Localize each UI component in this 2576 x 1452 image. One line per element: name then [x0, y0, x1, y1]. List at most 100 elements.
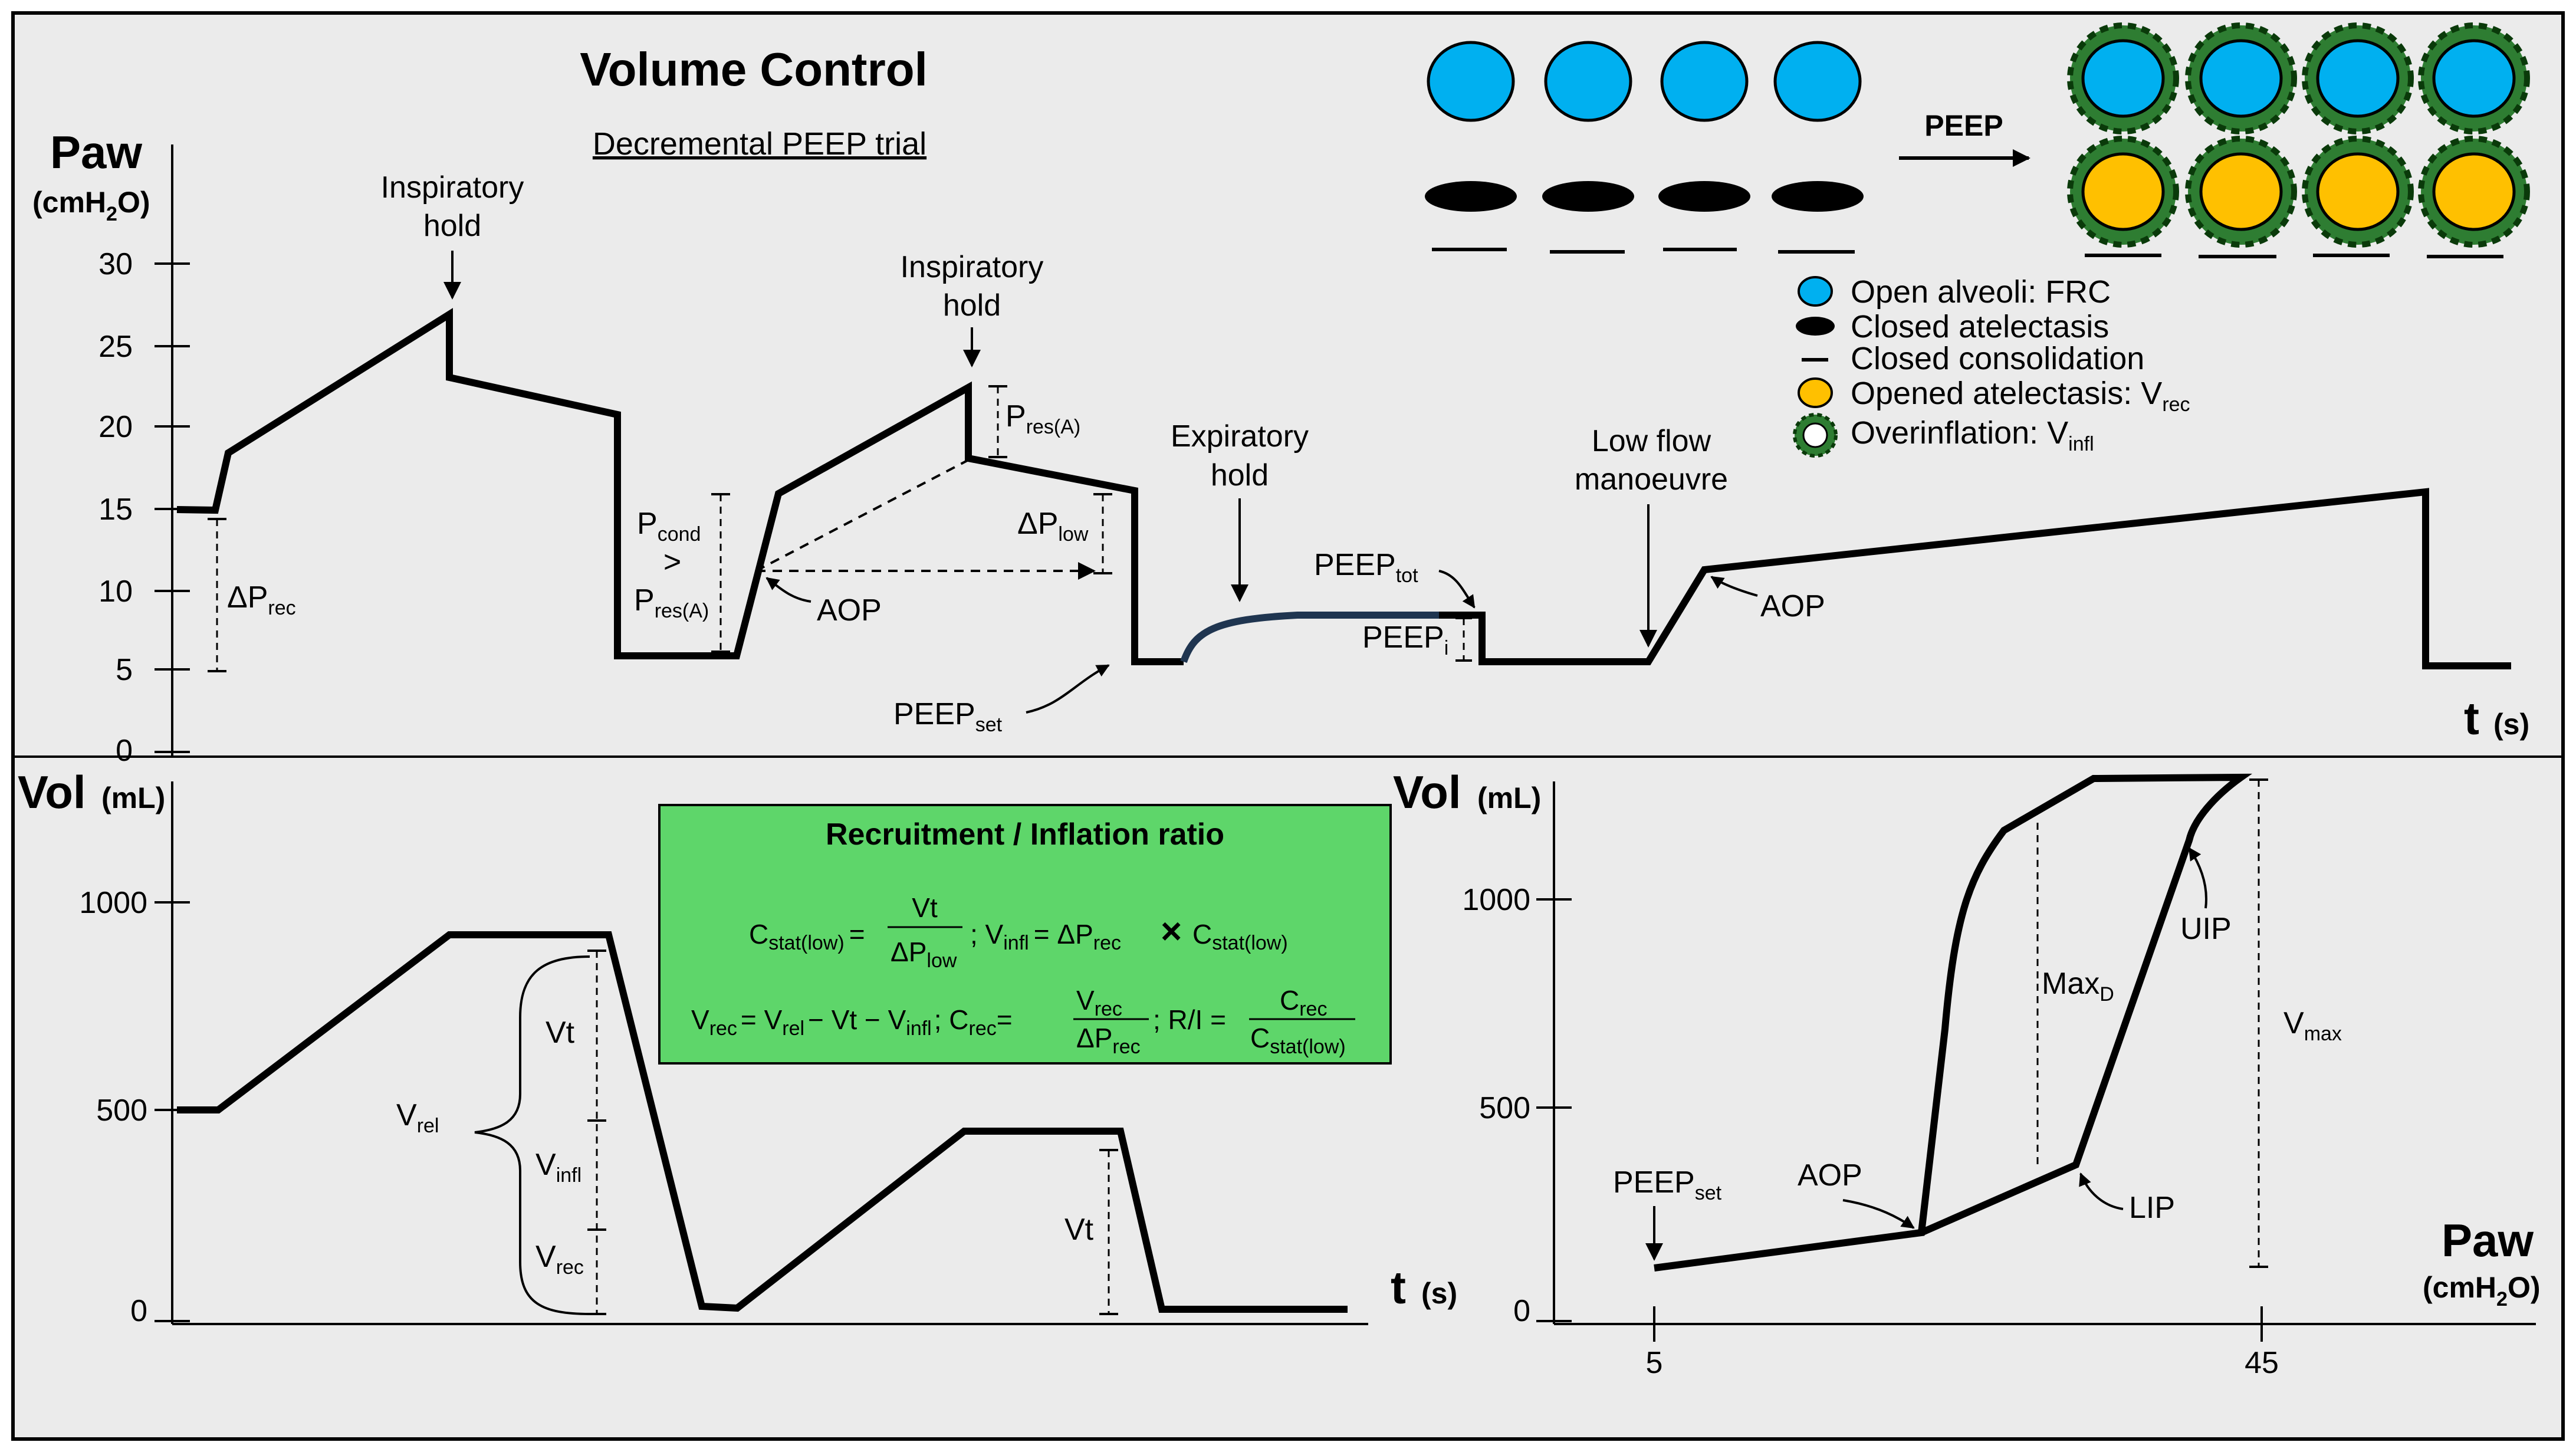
- svg-text:Cstat(low): Cstat(low): [1250, 1023, 1346, 1058]
- low-flow-label: Low flow: [1592, 424, 1711, 458]
- formula-line-1: Cstat(low)= Vt ΔPlow ; Vinfl= ΔPrec × Cs…: [749, 892, 1288, 972]
- legend-label: Closed consolidation: [1851, 341, 2144, 376]
- v-rec-label: Vrec: [535, 1240, 584, 1279]
- vt-label: Vt: [546, 1016, 575, 1050]
- gt-label: >: [663, 545, 681, 579]
- expiratory-hold-label: Expiratory: [1171, 419, 1309, 454]
- legend-open-icon: [1798, 276, 1833, 307]
- legend-label: Open alveoli: FRC: [1851, 274, 2111, 310]
- pv-aop-label: AOP: [1798, 1158, 1862, 1193]
- paw-time-chart: Paw (cmH2O) 30 25 20 15 10 5 0 t (s) Ins…: [32, 126, 2529, 768]
- low-flow-label: manoeuvre: [1575, 462, 1728, 497]
- paw-waveform: [176, 308, 1184, 665]
- legend: Open alveoli: FRC Closed atelectasis Clo…: [1793, 274, 2190, 458]
- peep-arrow-label: PEEP: [1924, 109, 2003, 142]
- v-max-label: Vmax: [2283, 1006, 2342, 1045]
- pressure-volume-chart: Vol (mL) 1000 500 0 5 45 Paw (cmH2O) Max…: [1393, 766, 2541, 1380]
- svg-text:×: ×: [1161, 911, 1182, 952]
- peep-set-arrow: [1026, 664, 1110, 714]
- inspiratory-hold-label: Inspiratory: [901, 250, 1044, 284]
- paw-y-ticks: [155, 262, 190, 753]
- page-subtitle: Decremental PEEP trial: [593, 126, 926, 162]
- pv-x-axis-unit: (cmH2O): [2423, 1271, 2541, 1310]
- delta-p-rec-label: ΔPrec: [227, 580, 296, 619]
- pv-lip-label: LIP: [2129, 1191, 2175, 1225]
- page-title: Volume Control: [580, 43, 928, 96]
- p-cond-label: Pcond: [637, 507, 701, 546]
- p-res-label: Pres(A): [1006, 399, 1080, 438]
- volume-time-chart: Vol (mL) 1000 500 0 t (s) Vrel Vt Vinfl …: [18, 766, 1457, 1328]
- svg-text:Cstat(low)=: Cstat(low)=: [749, 919, 865, 954]
- paw-tick-label: 5: [116, 653, 133, 687]
- ratio-box-title: Recruitment / Inflation ratio: [826, 817, 1224, 852]
- paw-tick-label: 20: [98, 410, 133, 444]
- open-alveolus: [1660, 41, 1749, 122]
- v-rel-label: Vrel: [396, 1098, 439, 1137]
- v-rel-brace: [474, 955, 590, 1315]
- pv-x-tick-label: 5: [1646, 1346, 1663, 1380]
- recruitment-inflation-box: Recruitment / Inflation ratio Cstat(low)…: [658, 804, 1392, 1065]
- paw-tick-label: 25: [98, 330, 133, 364]
- pv-tick-label: 0: [1513, 1294, 1530, 1328]
- overinflated-recruited-row: [2067, 136, 2530, 248]
- v-infl-label: Vinfl: [535, 1148, 581, 1187]
- svg-text:Vrec: Vrec: [1076, 985, 1122, 1020]
- aop-label: AOP: [817, 593, 882, 628]
- time-axis-unit: (s): [2493, 708, 2529, 741]
- paw-axis-title: Paw: [50, 126, 142, 178]
- vol-tick-label: 1000: [79, 886, 147, 920]
- svg-text:; R/I =: ; R/I =: [1153, 1004, 1226, 1035]
- vol-tick-label: 500: [96, 1093, 147, 1128]
- aop-label: AOP: [1760, 589, 1825, 623]
- delta-p-low-label: ΔPlow: [1017, 507, 1089, 546]
- aop-recruit-line: [755, 459, 969, 572]
- pv-x-axis-title: Paw: [2442, 1214, 2534, 1266]
- svg-text:Cstat(low): Cstat(low): [1192, 919, 1288, 954]
- pv-x-tick-label: 45: [2245, 1346, 2279, 1380]
- paw-tick-label: 30: [98, 247, 133, 281]
- vt2-label: Vt: [1064, 1213, 1094, 1247]
- aop-arrow: [1710, 576, 1758, 597]
- time-axis-title: t: [2464, 692, 2479, 744]
- pv-peep-set-label: PEEPset: [1613, 1165, 1722, 1204]
- alveoli-illustration: PEEP: [1425, 22, 2530, 258]
- closed-atelectasis: [1425, 181, 1517, 212]
- pv-lip-arrow: [2079, 1172, 2124, 1210]
- panel-frame: [11, 11, 2565, 1441]
- svg-text:Vrec= Vrel− Vt − Vinfl; Crec=: Vrec= Vrel− Vt − Vinfl; Crec=: [691, 1004, 1013, 1040]
- overinflated-alveoli-row: [2067, 22, 2530, 134]
- pv-uip-label: UIP: [2180, 912, 2232, 946]
- svg-text:ΔPlow: ΔPlow: [891, 937, 957, 972]
- closed-atelectasis: [1658, 181, 1750, 212]
- expiratory-hold-curve: [1180, 612, 1439, 663]
- paw-axis-unit: (cmH2O): [32, 186, 150, 225]
- open-alveolus: [1773, 41, 1862, 122]
- pv-aop-arrow: [1842, 1199, 1915, 1229]
- volume-waveform: [177, 931, 1348, 1313]
- inspiratory-hold-label: hold: [943, 288, 1001, 323]
- open-alveolus: [1427, 41, 1515, 122]
- expiratory-hold-label: hold: [1211, 458, 1269, 492]
- peep-i-label: PEEPi: [1362, 620, 1448, 659]
- max-d-label: MaxD: [2042, 967, 2114, 1006]
- vol-tick-label: 0: [130, 1294, 147, 1328]
- time-axis-title: t: [1391, 1262, 1406, 1313]
- peep-tot-label: PEEPtot: [1314, 548, 1418, 587]
- pv-tick-label: 500: [1479, 1091, 1530, 1125]
- legend-label: Opened atelectasis: Vrec: [1851, 376, 2190, 416]
- open-alveolus: [1544, 41, 1632, 122]
- time-axis-unit: (s): [1421, 1277, 1457, 1310]
- pv-tick-label: 1000: [1462, 883, 1530, 917]
- legend-closed-atelectasis-icon: [1796, 317, 1835, 336]
- pv-uip-arrow: [2188, 847, 2207, 909]
- inspiratory-hold-label: hold: [423, 209, 481, 243]
- legend-opened-atelectasis-icon: [1798, 377, 1833, 408]
- paw-tick-label: 10: [98, 574, 133, 609]
- vol-axis-title: Vol: [18, 766, 86, 818]
- peep-set-label: PEEPset: [893, 697, 1003, 736]
- aop-arrow: [765, 577, 811, 603]
- paw-tick-label: 0: [116, 734, 133, 768]
- svg-text:; Vinfl= ΔPrec: ; Vinfl= ΔPrec: [970, 919, 1121, 954]
- pv-loop: [1654, 773, 2252, 1272]
